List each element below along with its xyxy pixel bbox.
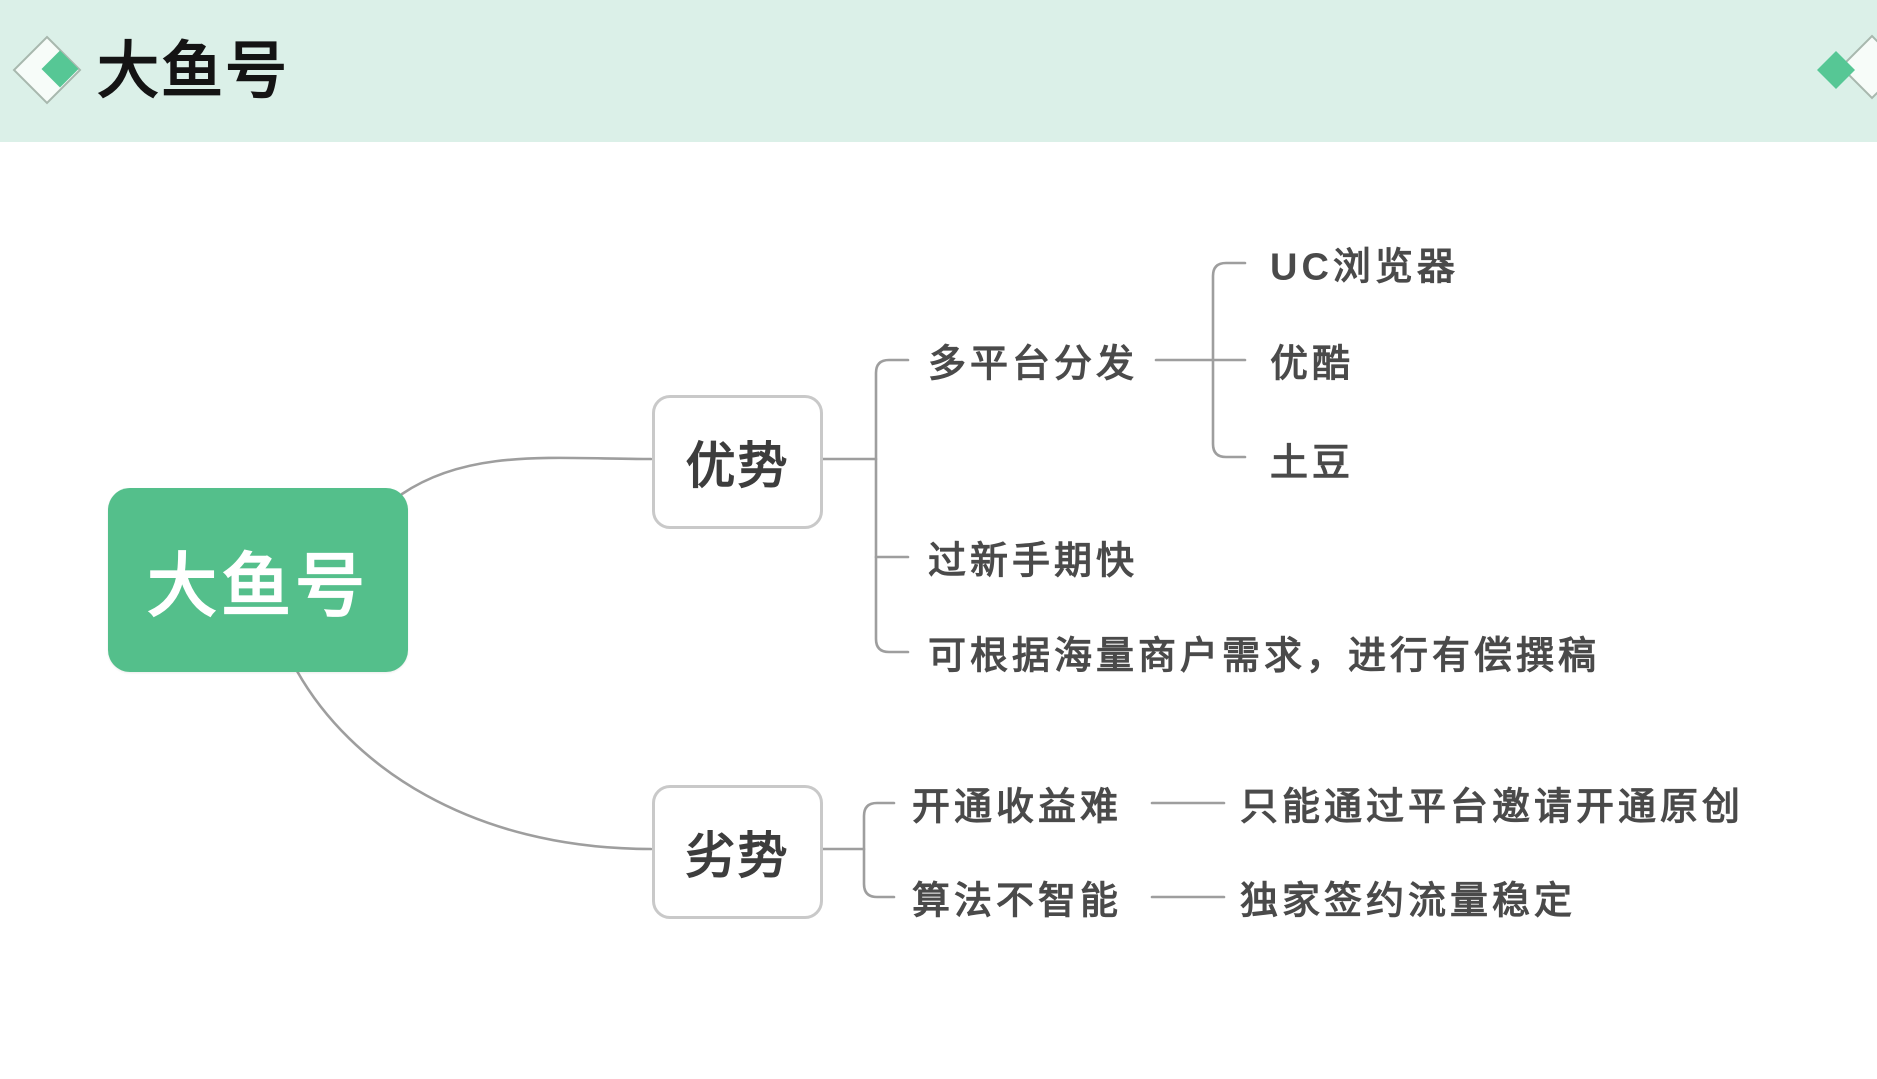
node-invite-only-original[interactable]: 只能通过平台邀请开通原创: [1240, 786, 1745, 829]
node-hard-to-monetize[interactable]: 开通收益难: [912, 786, 1123, 829]
diamond-pair-icon: [12, 35, 82, 105]
node-disadvantage[interactable]: 劣势: [652, 785, 823, 919]
node-advantage[interactable]: 优势: [652, 395, 823, 529]
page-title: 大鱼号: [97, 37, 290, 106]
node-tudou[interactable]: 土豆: [1270, 442, 1355, 485]
root-node[interactable]: 大鱼号: [108, 488, 408, 672]
header-bar: 大鱼号: [0, 0, 1877, 142]
node-multi-platform[interactable]: 多平台分发: [928, 343, 1139, 386]
diamond-pair-icon: [1817, 34, 1877, 100]
node-paid-writing[interactable]: 可根据海量商户需求，进行有偿撰稿: [928, 635, 1601, 678]
node-youku[interactable]: 优酷: [1270, 343, 1355, 386]
node-algorithm-not-smart[interactable]: 算法不智能: [912, 880, 1123, 923]
node-uc-browser[interactable]: UC浏览器: [1270, 246, 1459, 289]
node-exclusive-contract-traffic[interactable]: 独家签约流量稳定: [1240, 880, 1577, 923]
node-newbie-period[interactable]: 过新手期快: [928, 540, 1139, 583]
